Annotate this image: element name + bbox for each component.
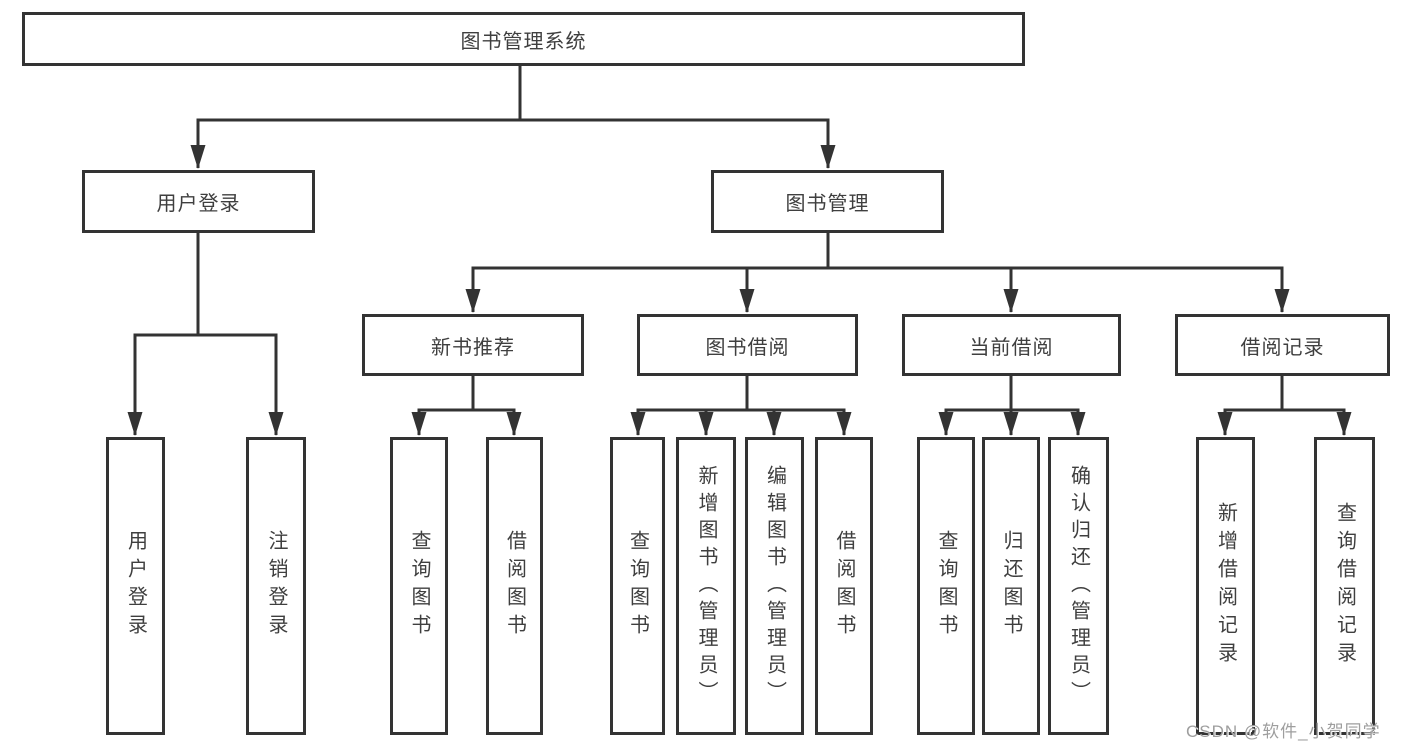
leaf-label: 查询图书	[408, 530, 430, 642]
leaf-label: 注销登录	[265, 530, 287, 642]
leaf-label: 归还图书	[1000, 530, 1022, 642]
node-new-book-recommendation: 新书推荐	[362, 314, 584, 376]
leaf-label: 借阅图书	[503, 530, 526, 642]
leaf-label: 用户登录	[124, 530, 147, 642]
leaf-label: 编辑图书（管理员）	[763, 464, 786, 708]
leaf-borrow-books-1: 借阅图书	[486, 437, 543, 735]
node-label: 当前借阅	[969, 336, 1054, 359]
node-book-borrowing: 图书借阅	[637, 314, 858, 376]
leaf-confirm-return-admin: 确认归还（管理员）	[1048, 437, 1109, 735]
leaf-query-books-1: 查询图书	[390, 437, 448, 735]
node-label: 图书管理	[785, 193, 870, 215]
node-label: 新书推荐	[431, 336, 515, 359]
node-user-login: 用户登录	[82, 170, 315, 233]
leaf-logout: 注销登录	[246, 437, 306, 735]
leaf-user-login: 用户登录	[106, 437, 165, 735]
leaf-label: 查询图书	[935, 530, 957, 642]
leaf-label: 新增借阅记录	[1214, 502, 1237, 670]
node-current-borrowing: 当前借阅	[902, 314, 1121, 376]
leaf-label: 借阅图书	[833, 530, 855, 642]
node-label: 图书借阅	[705, 336, 790, 359]
watermark-text: CSDN @软件_小贺同学	[1186, 722, 1381, 741]
leaf-edit-books-admin: 编辑图书（管理员）	[745, 437, 804, 735]
leaf-query-borrow-record: 查询借阅记录	[1314, 437, 1375, 735]
leaf-label: 确认归还（管理员）	[1067, 464, 1090, 708]
leaf-add-borrow-record: 新增借阅记录	[1196, 437, 1255, 735]
node-label: 借阅记录	[1240, 336, 1325, 359]
leaf-query-books-2: 查询图书	[610, 437, 665, 735]
node-borrowing-records: 借阅记录	[1175, 314, 1390, 376]
leaf-return-books: 归还图书	[982, 437, 1040, 735]
node-book-management: 图书管理	[711, 170, 944, 233]
leaf-label: 查询借阅记录	[1333, 502, 1356, 670]
node-label: 用户登录	[156, 193, 241, 215]
leaf-add-books-admin: 新增图书（管理员）	[676, 437, 736, 735]
leaf-label: 新增图书（管理员）	[695, 464, 717, 708]
leaf-borrow-books-2: 借阅图书	[815, 437, 873, 735]
node-label: 图书管理系统	[460, 30, 587, 53]
node-library-management-system: 图书管理系统	[22, 12, 1025, 66]
leaf-query-books-3: 查询图书	[917, 437, 975, 735]
leaf-label: 查询图书	[626, 530, 649, 642]
